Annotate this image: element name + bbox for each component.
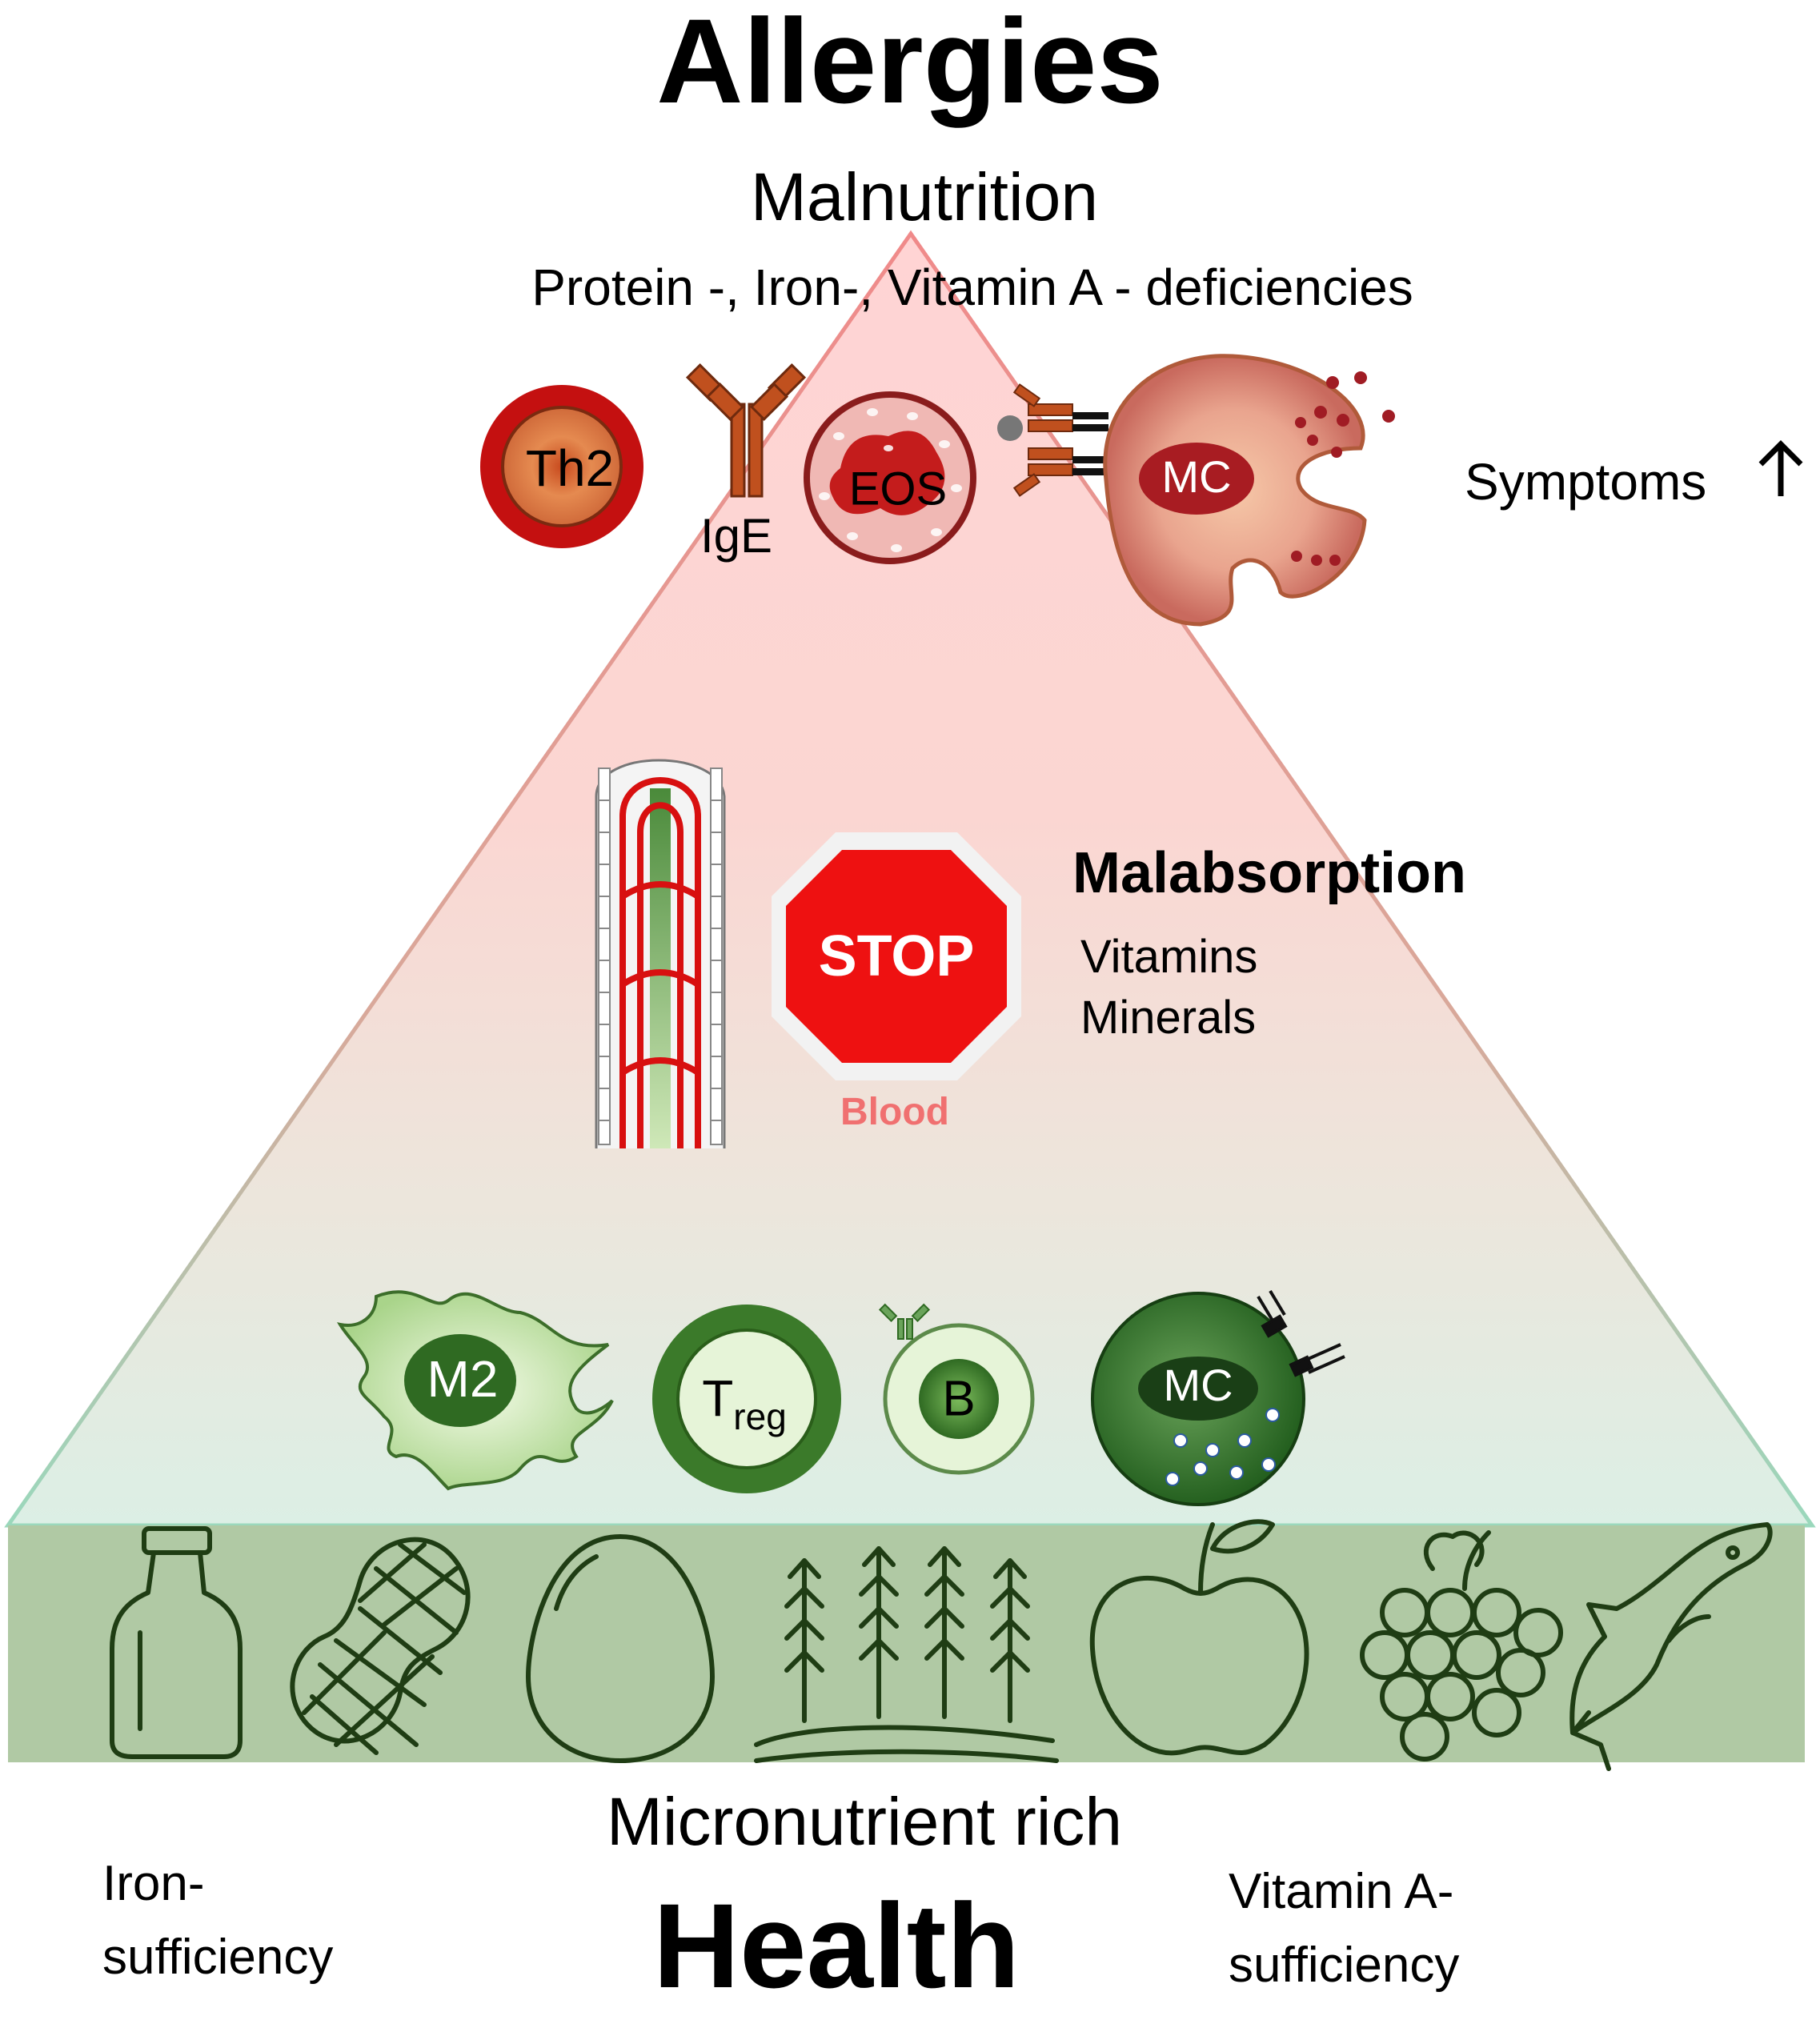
mediator-granules: [1291, 371, 1395, 566]
apple-icon: [1089, 1519, 1309, 1756]
stop-sign: [772, 832, 1021, 1080]
milk-bottle-icon: [110, 1526, 243, 1759]
up-arrow-icon: [1758, 440, 1803, 496]
title-health: Health: [652, 1878, 1020, 2013]
subtitle-malnutrition: Malnutrition: [750, 159, 1099, 234]
grapes-icon: [1360, 1530, 1563, 1761]
intestinal-villus: [595, 759, 726, 1148]
b-cell: [878, 1303, 1035, 1475]
egg-icon: [526, 1534, 715, 1763]
b-label: B: [942, 1371, 975, 1426]
th2-cell: [480, 385, 643, 548]
mast-cell-healthy: [1091, 1289, 1345, 1506]
treg-cell: [652, 1305, 841, 1493]
treg-subscript: reg: [733, 1396, 786, 1437]
malabsorption-vitamins: Vitamins: [1080, 931, 1258, 983]
malabsorption-minerals: Minerals: [1080, 992, 1257, 1044]
mc-healthy-label: MC: [1163, 1360, 1233, 1410]
wheat-icon: [754, 1546, 1059, 1763]
deficiencies-text: Protein -, Iron-, Vitamin A - deficienci…: [531, 259, 1413, 316]
blood-label: Blood: [840, 1091, 949, 1133]
vitamin-a-sufficiency-label: Vitamin A- sufficiency: [1229, 1864, 1460, 1993]
subtitle-micronutrient-rich: Micronutrient rich: [606, 1784, 1123, 1859]
peanut-icon: [290, 1537, 471, 1755]
m2-label: M2: [427, 1350, 499, 1408]
eos-label: EOS: [849, 463, 948, 515]
fish-icon: [1569, 1522, 1773, 1771]
th2-label: Th2: [526, 439, 614, 497]
ige-label: IgE: [700, 509, 772, 563]
treg-main: T: [702, 1369, 733, 1427]
ige-antibody: [685, 363, 807, 498]
title-allergies: Allergies: [656, 0, 1164, 128]
mast-cell-activated: [1103, 354, 1367, 627]
m2-macrophage: [336, 1290, 614, 1491]
iron-sufficiency-label: Iron- sufficiency: [102, 1856, 334, 1985]
symptoms-label: Symptoms: [1465, 453, 1707, 511]
stop-label: STOP: [819, 924, 975, 988]
allergen-receptor-complex: [997, 383, 1108, 497]
eos-cell: [804, 391, 976, 564]
mc-allergy-label: MC: [1161, 451, 1231, 502]
treg-label: Treg: [702, 1369, 787, 1437]
malabsorption-title: Malabsorption: [1072, 841, 1467, 905]
